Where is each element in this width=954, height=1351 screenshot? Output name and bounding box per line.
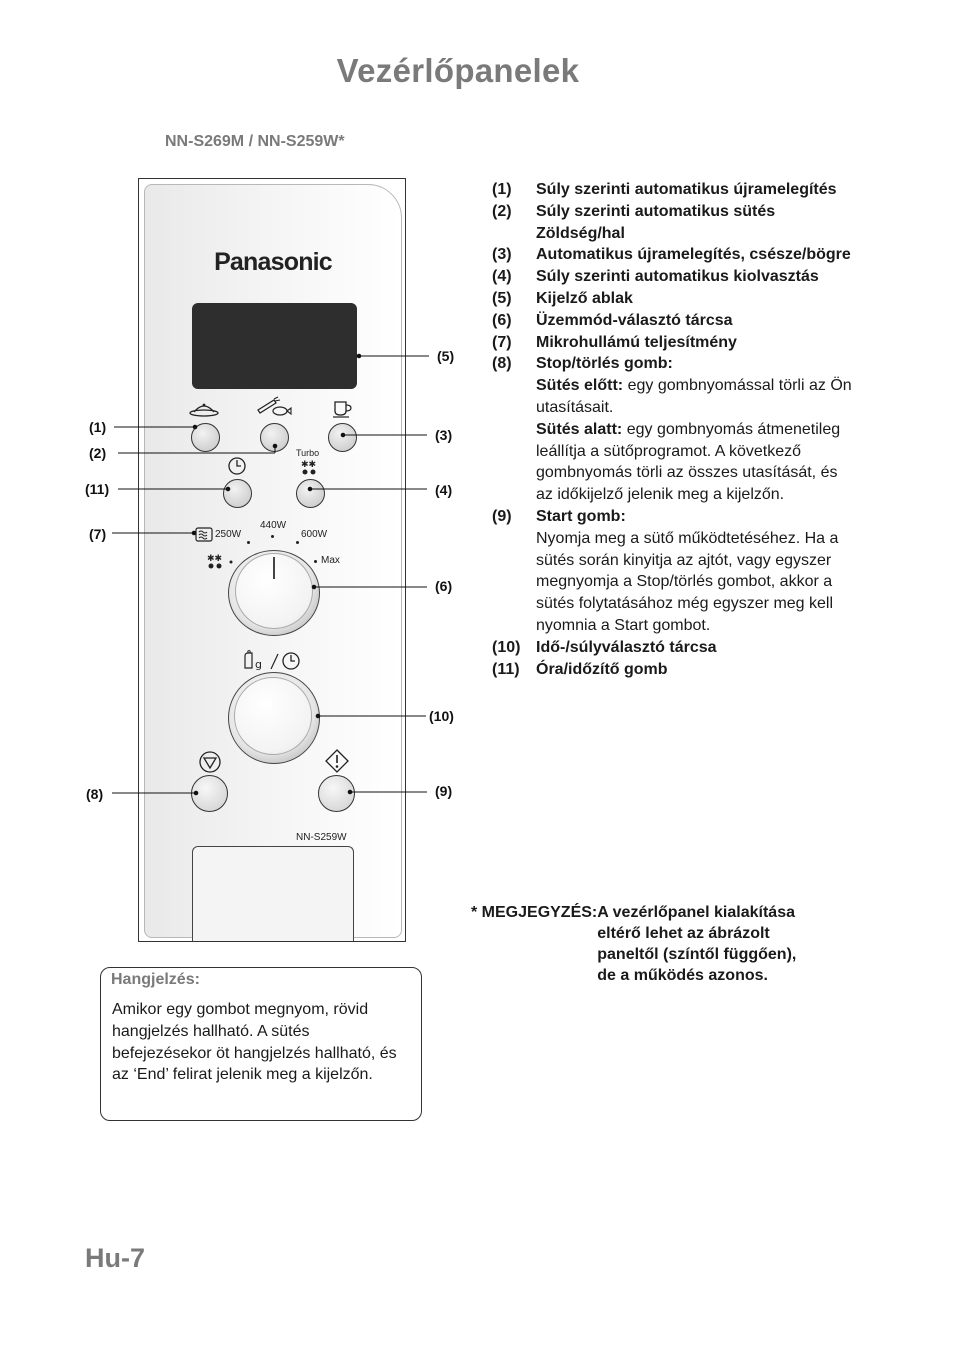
legend-list: (1) Súly szerinti automatikus újramelegít… — [492, 179, 852, 680]
brand-logo: Panasonic — [214, 248, 333, 276]
callout-3: (3) — [435, 427, 453, 443]
turbo-defrost-icon: ✱✱ — [301, 460, 316, 475]
legend-num: (5) — [492, 289, 512, 307]
stop-heading: Stop/törlés gomb: — [536, 355, 673, 373]
legend-item: (2) Súly szerinti automatikus sütés Zölds… — [492, 201, 852, 245]
callout-8: (8) — [86, 786, 104, 802]
legend-num: (1) — [492, 181, 512, 198]
svg-text:✱✱: ✱✱ — [301, 460, 316, 470]
start-text: Nyomja meg a sütő működtetéséhez. Ha a s… — [536, 529, 839, 634]
start-heading: Start gomb: — [536, 507, 626, 525]
legend-text: Idő-/súlyválasztó tárcsa — [536, 638, 717, 656]
dial-pointer — [273, 557, 275, 579]
legend-num: (10) — [492, 638, 521, 656]
legend-item: (10) Idő-/súlyválasztó tárcsa — [492, 637, 852, 659]
vegetable-fish-icon — [257, 396, 292, 416]
note-text: A vezérlőpanel kialakítása eltérő lehet … — [597, 904, 797, 984]
legend-num: (3) — [492, 246, 512, 264]
legend-item: (1) Súly szerinti automatikus újramelegít… — [492, 179, 852, 201]
note-label: * MEGJEGYZÉS: — [471, 904, 598, 921]
legend-num: (2) — [492, 202, 512, 220]
page-number: Hu-7 — [85, 1243, 145, 1273]
callout-9: (9) — [435, 783, 453, 799]
svg-text:✱✱: ✱✱ — [207, 554, 222, 564]
beep-text: Amikor egy gombot megnyom, rövid hangjel… — [112, 1001, 397, 1084]
dial-dot — [296, 541, 299, 544]
beep-info-box — [100, 967, 422, 1121]
page-title: Vezérlőpanelek — [336, 52, 580, 89]
power-440-label: 440W — [260, 520, 287, 531]
legend-text: Súly szerinti automatikus újramelegítés — [536, 181, 837, 198]
legend-num: (8) — [492, 355, 512, 373]
callout-4: (4) — [435, 482, 453, 498]
legend-text: Óra/időzítő gomb — [536, 660, 668, 678]
legend-num: (11) — [492, 660, 520, 678]
legend-text: Automatikus újramelegítés, csésze/bögre — [536, 246, 851, 264]
legend-text: Súly szerinti automatikus sütés Zöldség/… — [536, 202, 776, 242]
legend-text: Start gomb: Nyomja meg a sütő működtetés… — [536, 506, 852, 637]
legend-num: (6) — [492, 311, 512, 329]
time-weight-dial-face — [234, 677, 312, 755]
stop-during-label: Sütés alatt: — [536, 420, 623, 438]
clock-icon — [228, 457, 246, 475]
legend-item: (8) Stop/törlés gomb: Sütés előtt: egy g… — [492, 353, 852, 506]
panel-model-label: NN-S259W — [296, 832, 347, 843]
callout-6: (6) — [435, 578, 453, 594]
turbo-label: Turbo — [296, 448, 320, 458]
start-icon — [325, 749, 349, 773]
door-release-area — [192, 846, 354, 941]
legend-text: Súly szerinti automatikus kiolvasztás — [536, 268, 819, 286]
auto-defrost-button[interactable] — [296, 479, 325, 508]
reheat-plate-icon — [189, 403, 219, 417]
cup-mug-icon — [333, 401, 352, 418]
legend-text: Kijelző ablak — [536, 289, 633, 307]
stop-before-label: Sütés előtt: — [536, 377, 624, 395]
stop-icon — [199, 751, 221, 773]
microwave-waves-icon — [195, 527, 213, 542]
weight-time-icon: g — [244, 650, 300, 671]
clock-timer-button[interactable] — [223, 479, 252, 508]
callout-10: (10) — [429, 708, 454, 724]
legend-item: (6) Üzemmód-választó tárcsa — [492, 310, 852, 332]
defrost-icon: ✱✱ — [207, 554, 233, 569]
legend-item: (9) Start gomb: Nyomja meg a sütő működt… — [492, 506, 852, 637]
callout-5: (5) — [437, 348, 455, 364]
dial-dot — [271, 535, 274, 538]
legend-item: (3) Automatikus újramelegítés, csésze/bög… — [492, 244, 852, 266]
display-window — [192, 303, 357, 389]
legend-item: (11) Óra/időzítő gomb — [492, 659, 852, 681]
legend-text: Mikrohullámú teljesítmény — [536, 333, 737, 351]
legend-text: Stop/törlés gomb: Sütés előtt: egy gombn… — [536, 353, 852, 506]
note: * MEGJEGYZÉS: A vezérlőpanel kialakítása… — [471, 902, 851, 986]
legend-text: Üzemmód-választó tárcsa — [536, 311, 733, 329]
power-250-label: 250W — [215, 529, 242, 540]
svg-text:g: g — [255, 658, 262, 671]
stop-during-text: egy gombnyomás átmenetileg leállítja a s… — [536, 420, 841, 504]
legend-item: (7) Mikrohullámú teljesítmény — [492, 332, 852, 354]
callout-2: (2) — [89, 445, 107, 461]
callout-7: (7) — [89, 526, 107, 542]
stop-before-text: egy gombnyomással törli az Ön utasításai… — [536, 377, 852, 416]
callout-11: (11) — [85, 481, 110, 497]
legend-num: (7) — [492, 333, 512, 351]
auto-reheat-cup-button[interactable] — [328, 423, 357, 452]
legend-num: (4) — [492, 268, 512, 286]
legend-item: (5) Kijelző ablak — [492, 288, 852, 310]
power-600-label: 600W — [301, 529, 328, 540]
legend-item: (4) Súly szerinti automatikus kiolvasztás — [492, 266, 852, 288]
dial-dot — [314, 560, 317, 563]
dial-dot — [247, 541, 250, 544]
callout-1: (1) — [89, 419, 107, 435]
legend-num: (9) — [492, 507, 512, 525]
beep-title: Hangjelzés: — [111, 971, 200, 988]
power-max-label: Max — [321, 555, 340, 566]
model-line: NN-S269M / NN-S259W* — [165, 133, 345, 150]
